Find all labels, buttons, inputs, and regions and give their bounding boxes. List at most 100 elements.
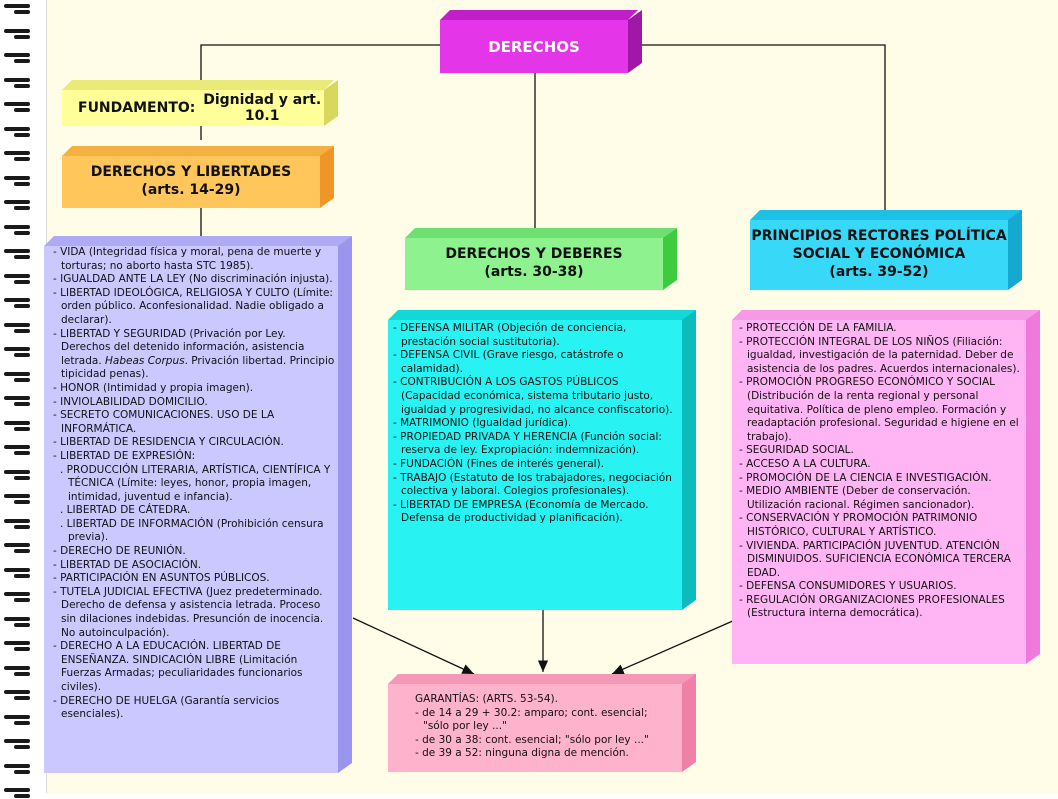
principios-title-line2: SOCIAL Y ECONÓMICA [792, 246, 966, 262]
connector-root-right [629, 44, 886, 210]
binding-ring [4, 543, 30, 554]
list-item: - PROTECCIÓN INTEGRAL DE LOS NIÑOS (Fili… [739, 335, 1020, 375]
list-item: - MEDIO AMBIENTE (Deber de conservación.… [739, 485, 975, 511]
binding-ring [4, 567, 30, 579]
list-item: - LIBERTAD IDEOLÓGICA, RELIGIOSA Y CULTO… [53, 286, 333, 326]
list-item: - TUTELA JUDICIAL EFECTIVA (Juez predete… [53, 585, 324, 639]
list-item: - FUNDACIÓN (Fines de interés general). [393, 457, 605, 470]
binding-ring [4, 469, 30, 481]
deberes-articles: (arts. 30-38) [484, 264, 584, 280]
list-item-tail: . Privación libertad. Principio tipicida… [61, 354, 335, 381]
list-item: - PROTECCIÓN DE LA FAMILIA. [739, 322, 897, 334]
list-item: - TRABAJO (Estatuto de los trabajadores,… [393, 471, 672, 498]
binding-ring [4, 347, 30, 358]
binding-ring [4, 665, 30, 677]
principios-list: - PROTECCIÓN DE LA FAMILIA. - PROTECCIÓN… [736, 322, 1026, 621]
arrow-left-to-garantias [352, 617, 475, 675]
list-item: - DERECHO DE REUNIÓN. [53, 545, 186, 558]
list-item: - ACCESO A LA CULTURA. [739, 457, 871, 470]
libertades-title: DERECHOS Y LIBERTADES [90, 164, 292, 180]
fundamento-box: FUNDAMENTO: Dignidad y art. 10.1 [62, 90, 324, 126]
binding-ring [4, 616, 30, 628]
binding-ring [4, 126, 30, 138]
principios-title-line1: PRINCIPIOS RECTORES POLÍTICA [751, 228, 1007, 244]
libertades-list: - VIDA (Integridad física y moral, pena … [50, 246, 335, 722]
principios-body-box: - PROTECCIÓN DE LA FAMILIA. - PROTECCIÓN… [732, 320, 1026, 664]
list-item: - LIBERTAD DE EMPRESA (Economía de Merca… [393, 498, 649, 525]
deberes-header-box: DERECHOS Y DEBERES (arts. 30-38) [405, 238, 663, 290]
binding-ring [4, 298, 30, 309]
binding-ring [4, 53, 30, 64]
list-item: - CONSERVACIÓN Y PROMOCIÓN PATRIMONIO HI… [739, 512, 978, 538]
deberes-list: - DEFENSA MILITAR (Objeción de concienci… [390, 322, 678, 526]
binding-ring [4, 518, 30, 530]
list-item: - LIBERTAD Y SEGURIDAD (Privación por Le… [50, 328, 335, 382]
list-item: - de 14 a 29 + 30.2: amparo; cont. esenc… [415, 706, 648, 733]
binding-ring [4, 322, 30, 334]
binding-ring [4, 200, 30, 211]
list-item: - VIDA (Integridad física y moral, pena … [53, 246, 322, 272]
libertades-header-box: DERECHOS Y LIBERTADES (arts. 14-29) [62, 156, 320, 208]
list-item: - LIBERTAD DE ASOCIACIÓN. [53, 558, 202, 571]
list-item: - HONOR (Intimidad y propia imagen). [53, 381, 254, 394]
derechos-root-box: DERECHOS [440, 20, 628, 73]
list-item: - MATRIMONIO (Igualdad jurídica). [393, 417, 572, 430]
binding-ring [4, 690, 30, 701]
habeas-corpus-text: Habeas Corpus [105, 354, 185, 367]
list-item: - VIVIENDA. PARTICIPACIÓN JUVENTUD. ATEN… [739, 539, 1011, 579]
list-subitem: . LIBERTAD DE CÁTEDRA. [60, 504, 191, 517]
principios-articles: (arts. 39-52) [829, 264, 929, 280]
binding-ring [4, 77, 30, 89]
deberes-title: DERECHOS Y DEBERES [445, 246, 623, 262]
arrow-right-to-garantias [611, 619, 736, 675]
list-item: - DERECHO DE HUELGA (Garantía servicios … [53, 694, 280, 721]
list-item: - DEFENSA CONSUMIDORES Y USUARIOS. [739, 580, 957, 593]
binding-ring [4, 763, 30, 775]
list-item-text: - LIBERTAD Y SEGURIDAD (Privación por Le… [53, 327, 305, 367]
list-item: - REGULACIÓN ORGANIZACIONES PROFESIONALE… [739, 593, 1005, 620]
garantias-list: GARANTÍAS: (ARTS. 53-54). - de 14 a 29 +… [412, 693, 674, 761]
binding-ring [4, 592, 30, 603]
principios-header-box: PRINCIPIOS RECTORES POLÍTICA SOCIAL Y EC… [750, 220, 1008, 290]
list-item: - PROMOCIÓN DE LA CIENCIA E INVESTIGACIÓ… [739, 471, 992, 484]
binding-ring [4, 396, 30, 407]
list-item: - LIBERTAD DE RESIDENCIA Y CIRCULACIÓN. [53, 436, 284, 449]
garantias-heading: GARANTÍAS: (ARTS. 53-54). [415, 693, 558, 705]
list-item: - DEFENSA MILITAR (Objeción de concienci… [393, 322, 627, 348]
list-item: - de 30 a 38: cont. esencial; "sólo por … [415, 733, 649, 746]
list-item: - CONTRIBUCIÓN A LOS GASTOS PÚBLICOS (Ca… [393, 376, 673, 416]
fundamento-value: Dignidad y art. 10.1 [203, 92, 322, 124]
list-item: - INVIOLABILIDAD DOMICILIO. [53, 395, 208, 408]
list-item: - DERECHO A LA EDUCACIÓN. LIBERTAD DE EN… [53, 640, 303, 693]
binding-ring [4, 4, 30, 15]
binding-ring [4, 739, 30, 750]
binding-ring [4, 371, 30, 383]
binding-ring [4, 151, 30, 162]
list-item: - de 39 a 52: ninguna digna de mención. [415, 747, 629, 760]
binding-ring [4, 714, 30, 726]
binding-ring [4, 641, 30, 652]
binding-ring [4, 420, 30, 432]
libertades-body-box: - VIDA (Integridad física y moral, pena … [44, 246, 338, 773]
list-item: - PARTICIPACIÓN EN ASUNTOS PÚBLICOS. [53, 572, 270, 585]
binding-ring [4, 28, 30, 40]
libertades-articles: (arts. 14-29) [141, 182, 241, 198]
list-item: - DEFENSA CIVIL (Grave riesgo, catástrof… [393, 349, 624, 375]
binding-ring [4, 175, 30, 187]
binding-ring [4, 224, 30, 236]
binding-ring [4, 494, 30, 505]
list-subitem: . LIBERTAD DE INFORMACIÓN (Prohibición c… [60, 517, 324, 544]
list-item: - PROMOCIÓN PROGRESO ECONÓMICO Y SOCIAL … [739, 376, 1019, 443]
binding-ring [4, 249, 30, 260]
garantias-box: GARANTÍAS: (ARTS. 53-54). - de 14 a 29 +… [388, 684, 682, 772]
list-item: - IGUALDAD ANTE LA LEY (No discriminació… [53, 273, 333, 286]
list-item: - PROPIEDAD PRIVADA Y HERENCIA (Función … [393, 430, 662, 457]
binding-ring [4, 102, 30, 113]
binding-ring [4, 445, 30, 456]
derechos-root-title: DERECHOS [488, 37, 580, 56]
deberes-body-box: - DEFENSA MILITAR (Objeción de concienci… [388, 320, 682, 610]
list-item: - LIBERTAD DE EXPRESIÓN: [53, 449, 196, 462]
list-item: - SECRETO COMUNICACIONES. USO DE LA INFO… [53, 409, 275, 435]
binding-ring [4, 273, 30, 285]
